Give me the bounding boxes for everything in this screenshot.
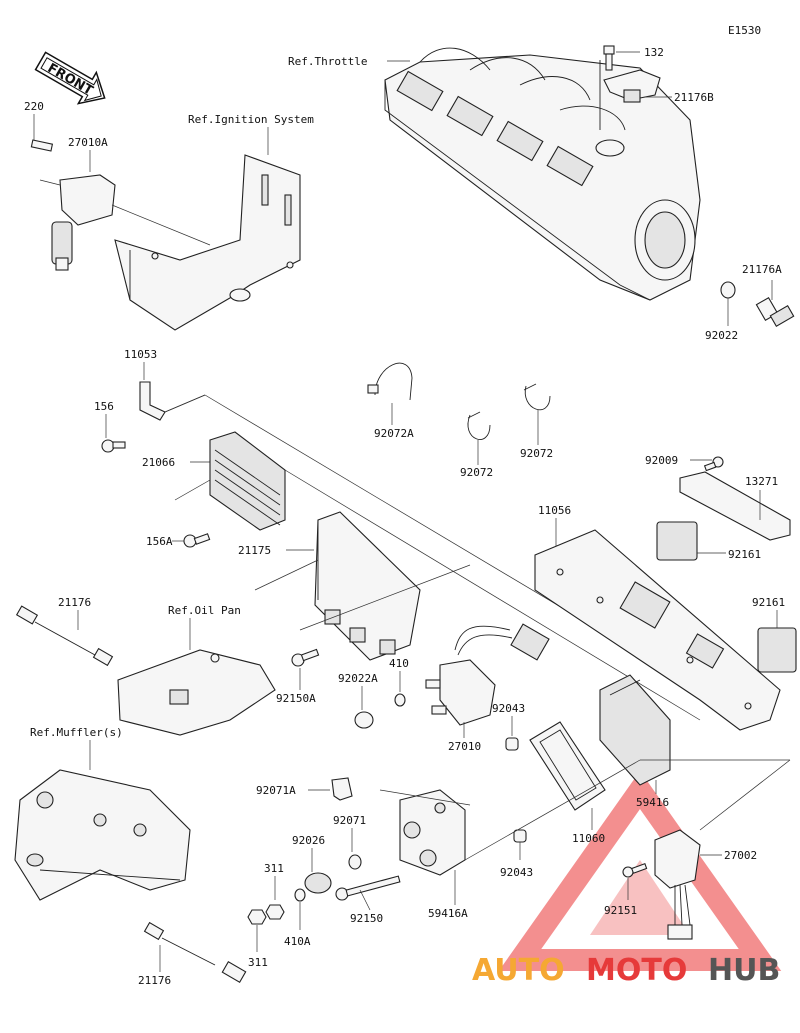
part-92151: 92151 [604,904,637,917]
part-92161-2: 92161 [752,596,785,609]
washer-410-icon [394,693,406,707]
part-311-1: 311 [264,862,284,875]
sensor-21176-1-icon [15,605,114,667]
bracket-13271-icon [679,471,791,541]
grommet-92071-icon [348,854,362,870]
part-13271: 13271 [745,475,778,488]
ecu-21175-icon [314,511,421,661]
part-21176B: 21176B [674,91,714,104]
grommet-92071A-icon [331,777,353,801]
part-27002: 27002 [724,849,757,862]
part-92071A: 92071A [256,784,296,797]
part-11060: 11060 [572,832,605,845]
watermark-logo-triangle [498,770,782,971]
sensor-21176-2-icon [143,921,247,983]
part-156A: 156A [146,535,173,548]
part-220: 220 [24,100,44,113]
part-11053: 11053 [124,348,157,361]
part-11056: 11056 [538,504,571,517]
ref-oil-pan-label: Ref.Oil Pan [168,604,241,617]
part-21176-2: 21176 [138,974,171,987]
cover-59416-icon [599,674,671,786]
sensor-21176B-icon [603,69,661,103]
throttle-body-assembly [384,47,701,301]
part-156: 156 [94,400,114,413]
part-21175: 21175 [238,544,271,557]
part-92071: 92071 [333,814,366,827]
part-410A: 410A [284,935,311,948]
strap-92072A-icon [367,362,413,401]
part-92022A: 92022A [338,672,378,685]
plate-11056 [534,529,781,731]
part-92072A: 92072A [374,427,414,440]
part-311-2: 311 [248,956,268,969]
relay-27010-icon [425,623,550,726]
bolt-156A-icon [183,533,211,548]
sensor-21176A-icon [755,296,795,327]
collar-92026-icon [304,872,332,894]
watermark-part3: HUB [708,953,780,988]
part-92072-2: 92072 [520,447,553,460]
strap-92072-1-icon [467,411,491,440]
part-92150: 92150 [350,912,383,925]
part-410: 410 [389,657,409,670]
nut-311-1-icon [265,904,285,920]
diagram-code: E1530 [728,24,761,37]
part-21176A: 21176A [742,263,782,276]
bolt-92009-icon [703,456,724,472]
part-21066: 21066 [142,456,175,469]
ref-throttle-label: Ref.Throttle [288,55,367,68]
pad-92161-2-icon [757,627,797,673]
part-132: 132 [644,46,664,59]
strap-92072-2-icon [523,383,551,411]
part-92043-2: 92043 [500,866,533,879]
gasket-11060-icon [529,721,606,811]
nut-311-2-icon [247,909,267,925]
bolt-220-icon [30,139,54,152]
part-92072-1: 92072 [460,466,493,479]
regulator-21066-icon [209,431,286,531]
pad-92161-1-icon [656,521,698,561]
cover-59416A-icon [399,789,466,876]
part-21176-1: 21176 [58,596,91,609]
ref-ignition-label: Ref.Ignition System [188,113,314,126]
part-27010: 27010 [448,740,481,753]
part-59416A: 59416A [428,907,468,920]
washer-92022A-icon [354,711,374,729]
part-92150A: 92150A [276,692,316,705]
ref-muffler-label: Ref.Muffler(s) [30,726,123,739]
watermark-text: AUTO MOTO HUB [472,953,780,988]
switch-27002-icon [654,829,701,940]
washer-92022-icon [720,281,736,299]
part-59416: 59416 [636,796,669,809]
bolt-132-icon [603,45,615,71]
ignition-bracket [114,154,301,331]
bolt-92151-icon [622,863,648,878]
bolt-156-icon [101,439,126,453]
relay-27010A-icon [51,174,116,271]
bracket-11053-icon [139,381,166,421]
bolt-92150-icon [335,875,401,901]
dowel-92043-2-icon [513,829,527,843]
part-92161-1: 92161 [728,548,761,561]
dowel-92043-1-icon [505,737,519,751]
part-27010A: 27010A [68,136,108,149]
bolt-92150A-icon [291,648,320,667]
part-92043-1: 92043 [492,702,525,715]
muffler-icon [14,769,191,901]
part-92009: 92009 [645,454,678,467]
watermark-part1: AUTO [472,953,565,988]
watermark-part2: MOTO [586,953,687,988]
part-92022: 92022 [705,329,738,342]
oil-pan-icon [117,649,276,736]
washer-410A-icon [294,888,306,902]
part-92026: 92026 [292,834,325,847]
